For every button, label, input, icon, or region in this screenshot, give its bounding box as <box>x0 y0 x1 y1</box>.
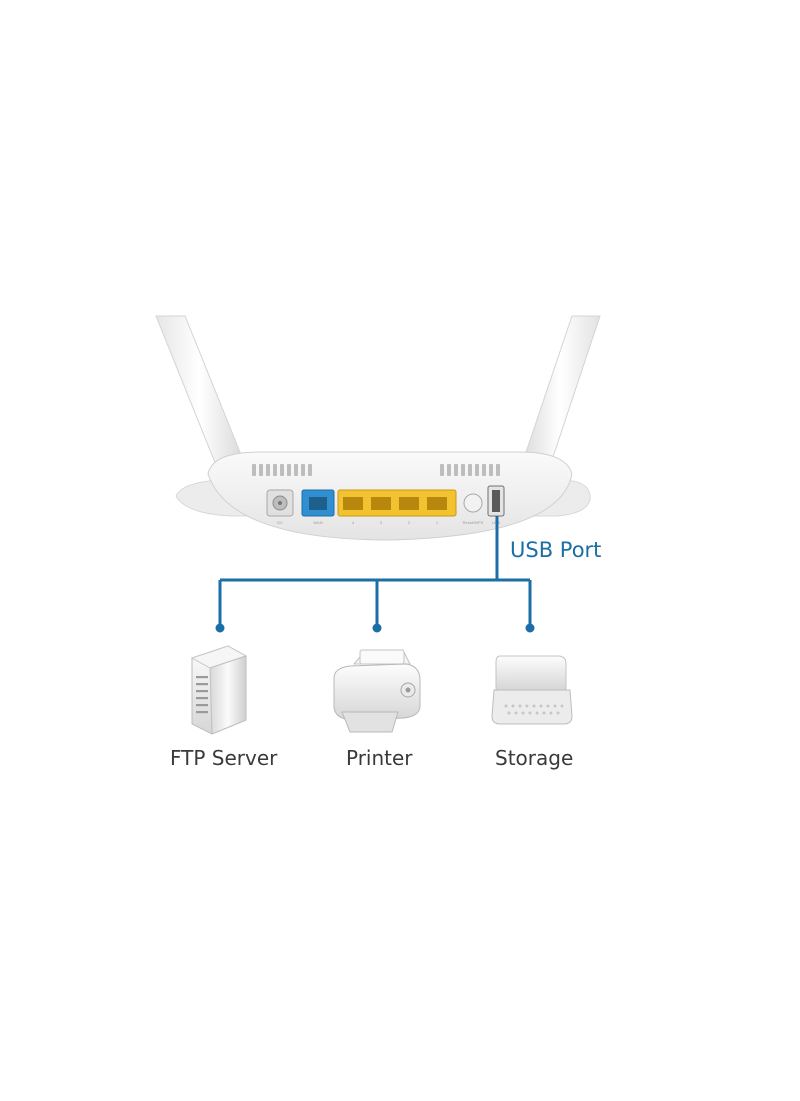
dot-ftp <box>215 623 225 633</box>
port-label-3: 3 <box>380 520 383 525</box>
dc-power-jack <box>266 489 294 517</box>
device-label-printer: Printer <box>346 746 413 770</box>
port-label-1: 1 <box>436 520 439 525</box>
usb-port <box>487 485 505 517</box>
port-label-dc: DC <box>277 520 283 525</box>
port-label-wan: WAN <box>313 520 322 525</box>
device-label-ftp-server: FTP Server <box>170 746 278 770</box>
port-label-4: 4 <box>352 520 355 525</box>
connector-dots <box>215 623 535 633</box>
dot-printer <box>372 623 382 633</box>
lan-ports <box>337 489 457 517</box>
router: DC WAN 4 3 2 1 Reset/WPS USB <box>155 315 601 541</box>
antenna-left <box>155 315 245 471</box>
printer-icon <box>333 649 421 733</box>
reset-wps-button <box>463 493 483 513</box>
vent-right <box>440 464 500 476</box>
port-label-2: 2 <box>408 520 411 525</box>
usb-port-callout-label: USB Port <box>510 538 602 562</box>
port-label-reset: Reset/WPS <box>463 520 484 525</box>
server-icon <box>190 645 248 735</box>
wan-port <box>301 489 335 517</box>
vent-left <box>252 464 312 476</box>
storage-icon <box>491 655 573 725</box>
dot-storage <box>525 623 535 633</box>
device-label-storage: Storage <box>495 746 574 770</box>
connector-lines <box>218 516 532 626</box>
